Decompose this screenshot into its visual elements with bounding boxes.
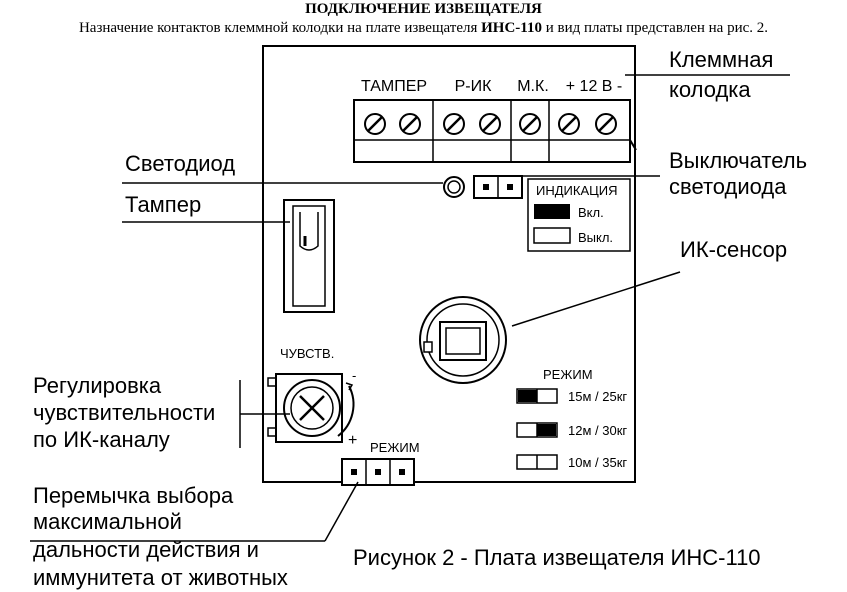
indication-off-label: Выкл. bbox=[578, 230, 613, 245]
leader-line bbox=[511, 271, 681, 327]
page-title: ПОДКЛЮЧЕНИЕ ИЗВЕЩАТЕЛЯ bbox=[305, 1, 542, 17]
terminal-screw bbox=[443, 113, 465, 135]
terminal-screw bbox=[364, 113, 386, 135]
callout-terminal-block-1: Клеммная bbox=[669, 47, 773, 72]
figure-caption: Рисунок 2 - Плата извещателя ИНС-110 bbox=[353, 545, 761, 570]
polarity-plus: + bbox=[348, 432, 357, 449]
indication-on-label: Вкл. bbox=[578, 205, 604, 220]
jumper-label: РЕЖИМ bbox=[370, 440, 420, 455]
terminal-screw bbox=[479, 113, 501, 135]
leader-line bbox=[324, 481, 359, 542]
callout-terminal-block-2: колодка bbox=[669, 77, 751, 102]
callout-led-switch-1: Выключатель bbox=[669, 148, 807, 173]
sensitivity-potentiometer bbox=[267, 373, 355, 443]
callout-sensitivity-1: Регулировка bbox=[33, 373, 162, 398]
intro-model: ИНС-110 bbox=[481, 20, 542, 36]
terminal-label-mk: М.К. bbox=[517, 78, 549, 95]
indication-off-swatch bbox=[533, 227, 571, 244]
mode-jumper bbox=[341, 458, 415, 486]
intro-before: Назначение контактов клеммной колодки на… bbox=[78, 20, 482, 36]
terminal-screw bbox=[595, 113, 617, 135]
callout-sensitivity-3: по ИК-каналу bbox=[33, 427, 170, 452]
callout-led: Светодиод bbox=[125, 151, 235, 176]
sensitivity-label: ЧУВСТВ. bbox=[280, 346, 334, 361]
mode-legend: РЕЖИМ 15м / 25кг 12м / 30кг 10м / 35кг bbox=[516, 367, 627, 470]
ir-sensor bbox=[419, 296, 507, 384]
polarity-minus: - bbox=[352, 368, 356, 383]
terminal-label-tamper: ТАМПЕР bbox=[361, 78, 427, 95]
mode-option-2: 12м / 30кг bbox=[568, 423, 627, 438]
callout-jumper-2: максимальной bbox=[33, 509, 182, 534]
indication-title: ИНДИКАЦИЯ bbox=[536, 183, 617, 198]
terminal-screw bbox=[399, 113, 421, 135]
mode-option-3: 10м / 35кг bbox=[568, 455, 627, 470]
tamper-switch bbox=[283, 199, 335, 313]
callout-led-switch-2: светодиода bbox=[669, 174, 787, 199]
intro-text: Назначение контактов клеммной колодки на… bbox=[0, 20, 847, 37]
callout-jumper-1: Перемычка выбора bbox=[33, 483, 234, 508]
led bbox=[443, 176, 465, 198]
board-outline bbox=[262, 45, 636, 483]
terminal-label-r-ik: Р-ИК bbox=[455, 78, 493, 95]
callout-jumper-4: иммунитета от животных bbox=[33, 565, 288, 590]
callout-tamper: Тампер bbox=[125, 192, 201, 217]
terminal-screw bbox=[558, 113, 580, 135]
terminal-block: ТАМПЕР Р-ИК М.К. + 12 В - bbox=[353, 78, 637, 163]
intro-after: и вид платы представлен на рис. 2. bbox=[541, 20, 769, 36]
terminal-label-power: + 12 В - bbox=[566, 78, 622, 95]
mode-option-1: 15м / 25кг bbox=[568, 389, 627, 404]
callout-sensitivity-2: чувствительности bbox=[33, 400, 215, 425]
indication-legend: ИНДИКАЦИЯ Вкл. Выкл. bbox=[527, 178, 631, 252]
led-switch-jumper bbox=[473, 175, 523, 199]
mode-title: РЕЖИМ bbox=[543, 367, 593, 382]
terminal-screw bbox=[519, 113, 541, 135]
callout-ir-sensor: ИК-сенсор bbox=[680, 237, 787, 262]
indication-on-swatch bbox=[534, 204, 570, 219]
